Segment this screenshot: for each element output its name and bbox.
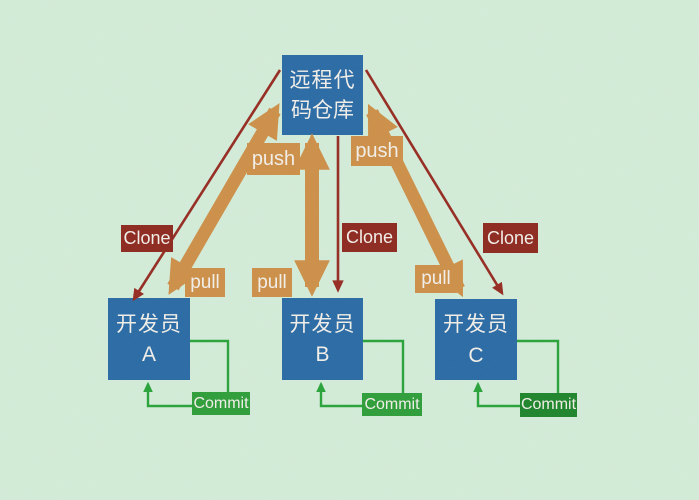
clone-label-dev-a: Clone — [121, 225, 173, 252]
commit-label-dev-b: Commit — [362, 393, 422, 416]
commit-label-dev-a: Commit — [192, 392, 250, 415]
push-label-right: push — [351, 136, 403, 166]
commit-loop-out-dev-a — [143, 381, 193, 408]
pull-label-dev-b: pull — [252, 268, 292, 297]
push-label-left: push — [247, 143, 300, 175]
pull-label-dev-c: pull — [415, 265, 457, 293]
commit-label-dev-c: Commit — [520, 393, 577, 417]
clone-arrow-dev-c — [364, 69, 504, 296]
commit-loop-in-dev-c — [517, 339, 560, 394]
clone-arrow-dev-a — [132, 69, 282, 302]
push-pull-arrow-dev-a — [167, 103, 281, 295]
commit-loop-out-dev-c — [473, 381, 521, 408]
pull-label-dev-a: pull — [185, 268, 225, 297]
clone-label-dev-c: Clone — [483, 223, 538, 253]
commit-loop-out-dev-b — [316, 381, 363, 408]
clone-label-dev-b: Clone — [342, 223, 397, 252]
commit-loop-in-dev-a — [190, 339, 230, 393]
commit-loop-in-dev-b — [363, 339, 405, 394]
